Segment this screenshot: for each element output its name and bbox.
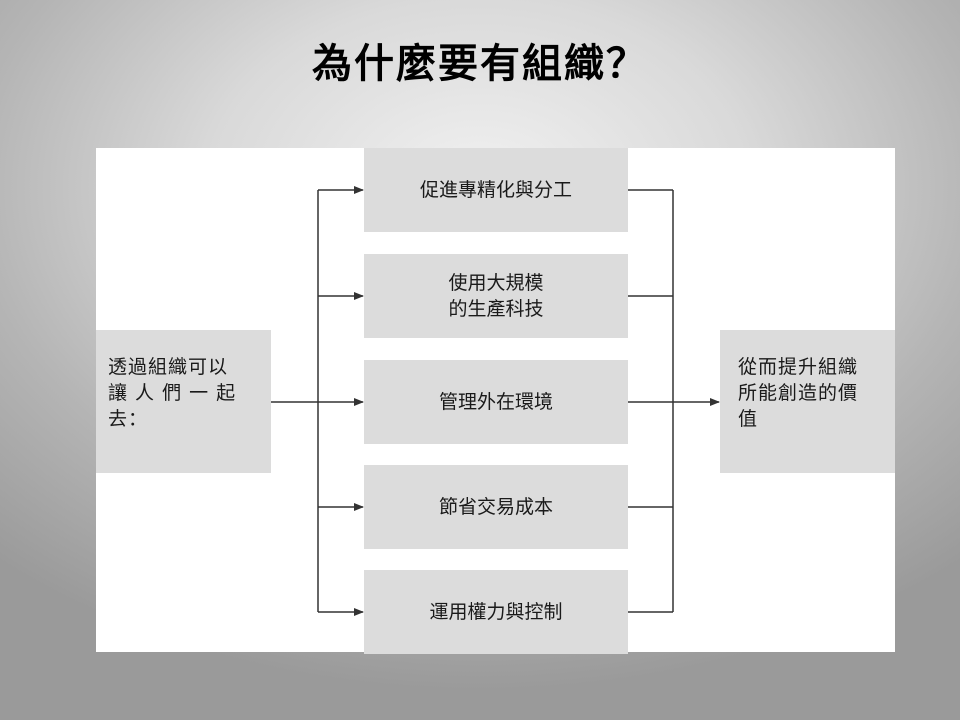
factor-box-power-control: 運用權力與控制 [364, 570, 628, 654]
factor-label-transaction-costs: 節省交易成本 [438, 496, 553, 518]
factor-box-transaction-costs: 節省交易成本 [364, 465, 628, 549]
factor-box-technology: 使用大規模 的生產科技 [364, 254, 628, 338]
factor-label-technology: 使用大規模 的生產科技 [448, 272, 544, 320]
factor-box-environment: 管理外在環境 [364, 360, 628, 444]
org-diagram: 透過組織可以 讓 人 們 一 起 去： 促進專精化與分工 使用大規模 的生產科技… [96, 148, 895, 654]
slide-title: 為什麼要有組織？ [312, 41, 648, 87]
factor-box-specialization: 促進專精化與分工 [364, 148, 628, 232]
factor-label-power-control: 運用權力與控制 [429, 601, 563, 623]
connector-lines [271, 186, 720, 616]
output-box: 從而提升組織 所能創造的價 值 [720, 330, 895, 473]
factor-label-specialization: 促進專精化與分工 [419, 179, 572, 201]
factor-label-environment: 管理外在環境 [438, 391, 553, 413]
input-box: 透過組織可以 讓 人 們 一 起 去： [96, 330, 271, 473]
